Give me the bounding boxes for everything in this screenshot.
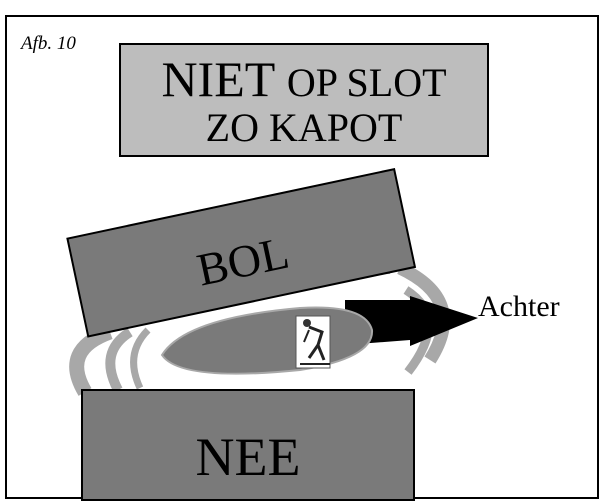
skier-arm [303, 329, 310, 343]
warning-box: NIET OP SLOT ZO KAPOT [119, 43, 489, 157]
bottom-box-label: NEE [196, 427, 301, 487]
track-arc-left-innermost [130, 327, 151, 390]
skier-panel [295, 315, 331, 369]
figure-caption: Afb. 10 [21, 33, 76, 54]
skier-figure [295, 315, 331, 369]
bottom-box-rect [81, 389, 415, 501]
warning-word-niet: NIET [161, 51, 275, 107]
direction-label: Achter [478, 290, 560, 323]
skier-body [308, 325, 326, 361]
track-arc-left-inner [105, 327, 133, 393]
board-shape [160, 306, 374, 375]
warning-words-op-slot: OP SLOT [286, 60, 447, 105]
warning-line-2: ZO KAPOT [205, 105, 403, 150]
skier-leg [307, 344, 320, 359]
top-box: BOL [66, 167, 417, 338]
bottom-box: NEE [81, 389, 415, 501]
warning-line-1: NIET OP SLOT [121, 51, 487, 111]
direction-arrow [345, 296, 478, 346]
track-arc-left-outer [69, 324, 113, 396]
skier-head [303, 319, 311, 327]
top-box-rect [66, 167, 417, 338]
